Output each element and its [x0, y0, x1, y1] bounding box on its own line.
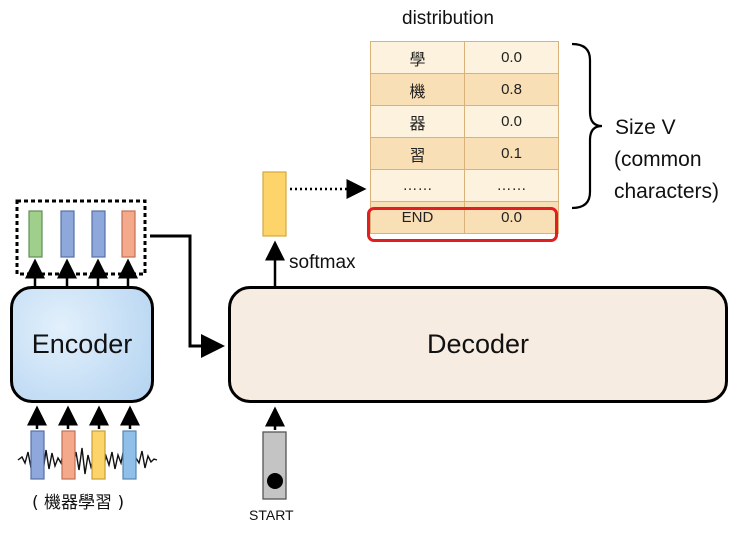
prob-cell: 0.0 — [464, 201, 559, 234]
prob-cell: 0.0 — [464, 41, 559, 74]
table-row: 機 0.8 — [370, 73, 559, 106]
distribution-table: 學 0.0 機 0.8 器 0.0 習 0.1 …… …… END 0.0 — [370, 41, 559, 234]
start-label: START — [249, 507, 294, 523]
encoder-output-frame — [15, 199, 147, 276]
table-row-end: END 0.0 — [370, 201, 559, 234]
table-row: 習 0.1 — [370, 137, 559, 170]
size-label-line-1: Size V — [615, 116, 676, 139]
token-cell: END — [370, 201, 465, 234]
size-label-line-2: (common — [614, 148, 702, 171]
start-token-dot — [267, 473, 283, 489]
encoder-to-decoder-arrow — [150, 234, 225, 358]
token-cell: 習 — [370, 137, 465, 170]
decoder-output-vector — [262, 171, 287, 237]
encoder-label: Encoder — [31, 329, 133, 359]
decoder-label: Decoder — [426, 329, 530, 359]
token-cell: 學 — [370, 41, 465, 74]
distribution-title: distribution — [402, 8, 494, 29]
input-vector-4 — [122, 430, 137, 480]
softmax-label: softmax — [289, 252, 356, 273]
end-row-highlight — [367, 207, 558, 242]
input-vector-1 — [30, 430, 45, 480]
token-cell: 器 — [370, 105, 465, 138]
encoder-output-vector-2 — [60, 210, 75, 258]
prob-cell: 0.8 — [464, 73, 559, 106]
encoder-output-vector-4 — [121, 210, 136, 258]
token-cell: 機 — [370, 73, 465, 106]
input-vector-2 — [61, 430, 76, 480]
table-row: 器 0.0 — [370, 105, 559, 138]
encoder-output-vector-1 — [28, 210, 43, 258]
size-label-line-3: characters) — [614, 180, 720, 203]
table-row: 學 0.0 — [370, 41, 559, 74]
prob-cell: 0.0 — [464, 105, 559, 138]
size-brace — [571, 42, 603, 210]
encoder-output-vector-3 — [91, 210, 106, 258]
table-row: …… …… — [370, 169, 559, 202]
prob-cell: …… — [464, 169, 559, 202]
token-cell: …… — [370, 169, 465, 202]
encoder-block: Encoder — [10, 286, 154, 403]
input-text-label: ( 機器學習 ) — [32, 493, 125, 513]
input-vector-3 — [91, 430, 106, 480]
prob-cell: 0.1 — [464, 137, 559, 170]
decoder-block: Decoder — [228, 286, 728, 403]
